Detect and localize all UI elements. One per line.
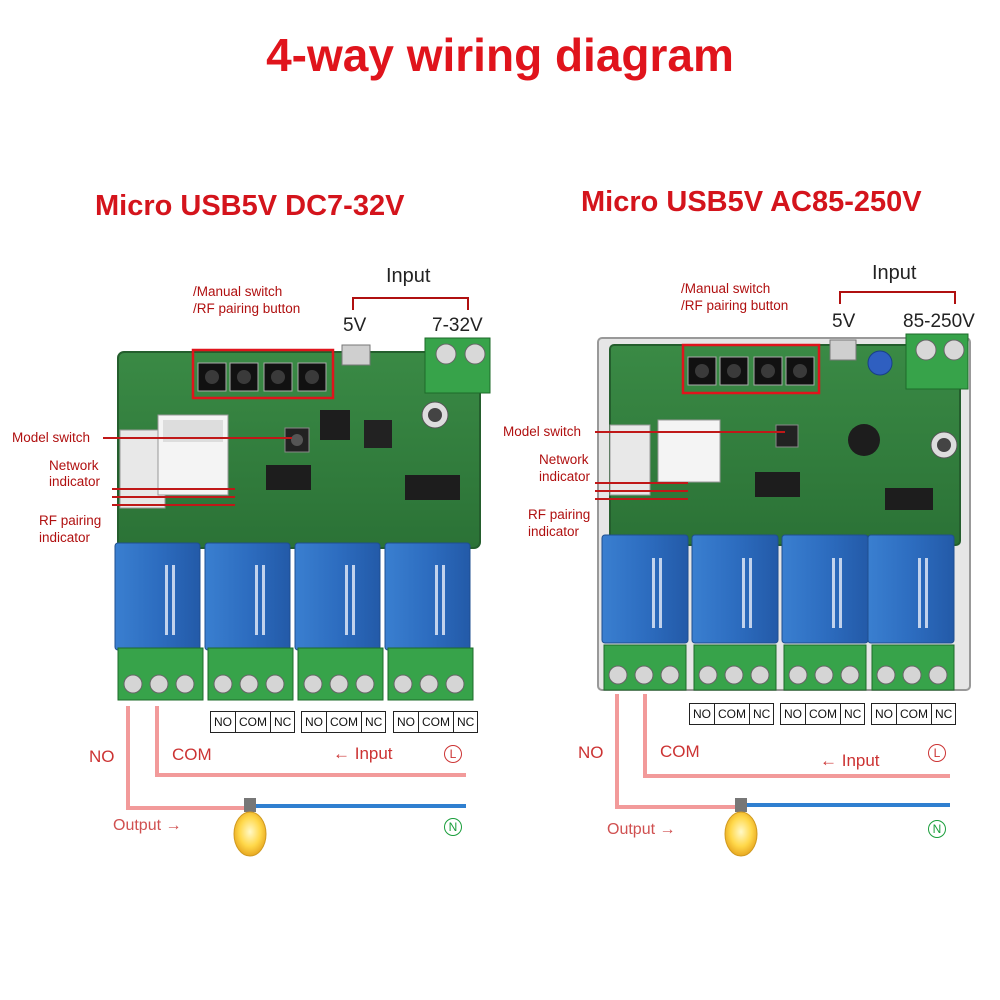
right-input-bracket [839, 291, 956, 304]
left-subtitle: Micro USB5V DC7-32V [95, 190, 405, 222]
left-network-indicator-label-2: indicator [49, 474, 101, 489]
right-com-wire-label: COM [660, 742, 700, 761]
left-no-wire-label: NO [89, 747, 115, 766]
terminal-no: NO [302, 712, 327, 732]
terminal-no: NO [394, 712, 419, 732]
left-rf-pairing-button-label: /RF pairing button [193, 301, 301, 316]
terminal-nc: NC [365, 715, 383, 729]
left-model-switch-label: Model switch [12, 430, 91, 445]
terminal-nc: NC [457, 715, 475, 729]
left-light-bulb [233, 798, 267, 857]
left-live-symbol: L [444, 745, 462, 763]
right-rf-pairing-button-label: /RF pairing button [681, 298, 789, 313]
left-power-label: 7-32V [432, 315, 483, 336]
terminal-nc: NC [274, 715, 292, 729]
right-rf-indicator-label-2: indicator [528, 524, 580, 539]
left-wiring [126, 706, 466, 810]
right-input-label: Input [872, 262, 917, 284]
right-manual-switch-label: /Manual switch [681, 281, 771, 296]
left-manual-switch-label: /Manual switch [193, 284, 283, 299]
right-no-wire-label: NO [578, 743, 604, 762]
terminal-no: NO [781, 704, 806, 724]
right-board [597, 333, 971, 691]
right-terminal-label-2: NO COM NC [780, 703, 866, 725]
left-neutral-symbol: N [444, 818, 462, 836]
left-terminal-label-2: NO COM NC [301, 711, 387, 733]
right-model-switch-label: Model switch [503, 424, 582, 439]
left-com-wire-label: COM [172, 745, 212, 764]
right-output-label: Output → [607, 821, 676, 838]
right-input-wire-label: ← Input [820, 751, 880, 770]
left-input-wire-label: ← Input [333, 744, 393, 763]
page-title: 4-way wiring diagram [266, 29, 734, 81]
right-terminal-label-3: NO COM NC [871, 703, 957, 725]
terminal-com: COM [419, 712, 454, 732]
terminal-com: COM [806, 704, 841, 724]
right-network-indicator-label-2: indicator [539, 469, 591, 484]
terminal-com: COM [236, 712, 271, 732]
right-live-symbol: L [928, 744, 946, 762]
right-wiring [615, 694, 950, 809]
left-board [114, 337, 491, 701]
right-usb-label: 5V [832, 311, 856, 332]
left-input-bracket [352, 297, 469, 310]
terminal-com: COM [327, 712, 362, 732]
left-output-label: Output → [113, 817, 182, 834]
terminal-nc: NC [753, 707, 771, 721]
terminal-no: NO [690, 704, 715, 724]
right-network-indicator-label-1: Network [539, 452, 589, 467]
right-buttons-highlight [681, 343, 821, 395]
terminal-com: COM [897, 704, 932, 724]
left-input-label: Input [386, 265, 431, 287]
terminal-no: NO [872, 704, 897, 724]
left-terminal-label-1: NO COM NC [210, 711, 296, 733]
left-terminal-label-3: NO COM NC [393, 711, 479, 733]
right-neutral-symbol: N [928, 820, 946, 838]
left-buttons-highlight [191, 348, 335, 400]
terminal-no: NO [211, 712, 236, 732]
right-rf-indicator-label-1: RF pairing [528, 507, 591, 522]
left-rf-indicator-label-1: RF pairing [39, 513, 102, 528]
left-network-indicator-label-1: Network [49, 458, 99, 473]
right-terminal-label-1: NO COM NC [689, 703, 775, 725]
left-pointer-lines [103, 437, 292, 506]
left-usb-label: 5V [343, 315, 367, 336]
right-power-label: 85-250V [903, 311, 975, 332]
terminal-nc: NC [844, 707, 862, 721]
right-subtitle: Micro USB5V AC85-250V [581, 186, 922, 218]
right-pointer-lines [595, 431, 785, 500]
terminal-com: COM [715, 704, 750, 724]
right-light-bulb [724, 798, 758, 857]
terminal-nc: NC [935, 707, 953, 721]
left-rf-indicator-label-2: indicator [39, 530, 91, 545]
